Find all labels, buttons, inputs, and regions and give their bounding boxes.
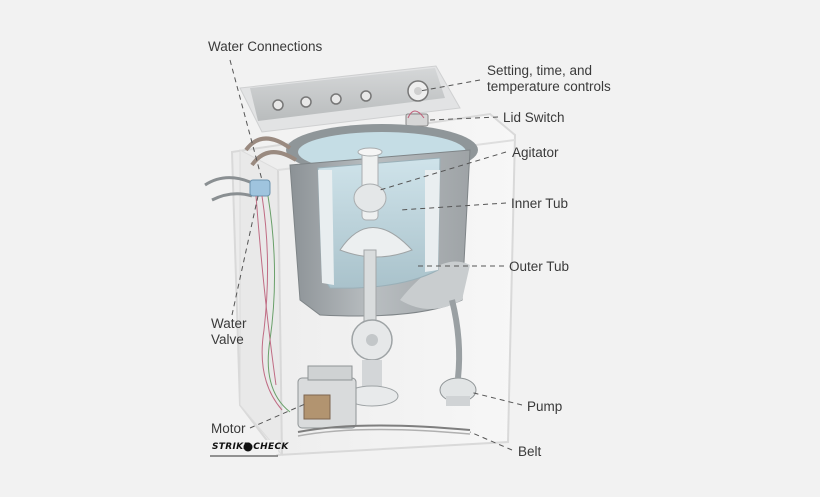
- label-water-valve-line2: Valve: [211, 332, 244, 347]
- logo-wordmark: STRIKE CHECK: [212, 442, 289, 452]
- label-outer-tub: Outer Tub: [509, 259, 570, 274]
- label-belt: Belt: [518, 444, 542, 459]
- leader-lid-switch: [429, 116, 499, 121]
- label-lid-switch: Lid Switch: [503, 110, 565, 125]
- leader-belt: [469, 431, 513, 451]
- leader-agitator: [379, 151, 507, 191]
- inner-tub: [317, 157, 441, 289]
- wiring: [255, 195, 291, 413]
- motor: [297, 365, 357, 429]
- label-water-valve-line1: Water: [211, 316, 247, 331]
- leader-water-connections: [229, 59, 263, 181]
- label-inner-tub: Inner Tub: [511, 196, 569, 211]
- pump: [439, 299, 477, 406]
- control-console: [239, 65, 461, 133]
- belt: [297, 424, 471, 437]
- leader-water-valve: [231, 195, 259, 316]
- leader-motor: [249, 403, 306, 429]
- label-motor: Motor: [211, 421, 246, 436]
- strike-check-logo: [210, 440, 278, 457]
- label-agitator: Agitator: [512, 145, 559, 160]
- water-connections: [204, 136, 298, 202]
- label-pump: Pump: [527, 399, 563, 414]
- label-controls-line1: Setting, time, and: [487, 63, 593, 78]
- agitator: [339, 147, 413, 331]
- leader-lines: [229, 59, 523, 451]
- label-controls-line2: temperature controls: [487, 79, 611, 94]
- label-water-connections: Water Connections: [208, 39, 323, 54]
- leader-controls: [419, 79, 481, 92]
- transmission: [345, 319, 399, 407]
